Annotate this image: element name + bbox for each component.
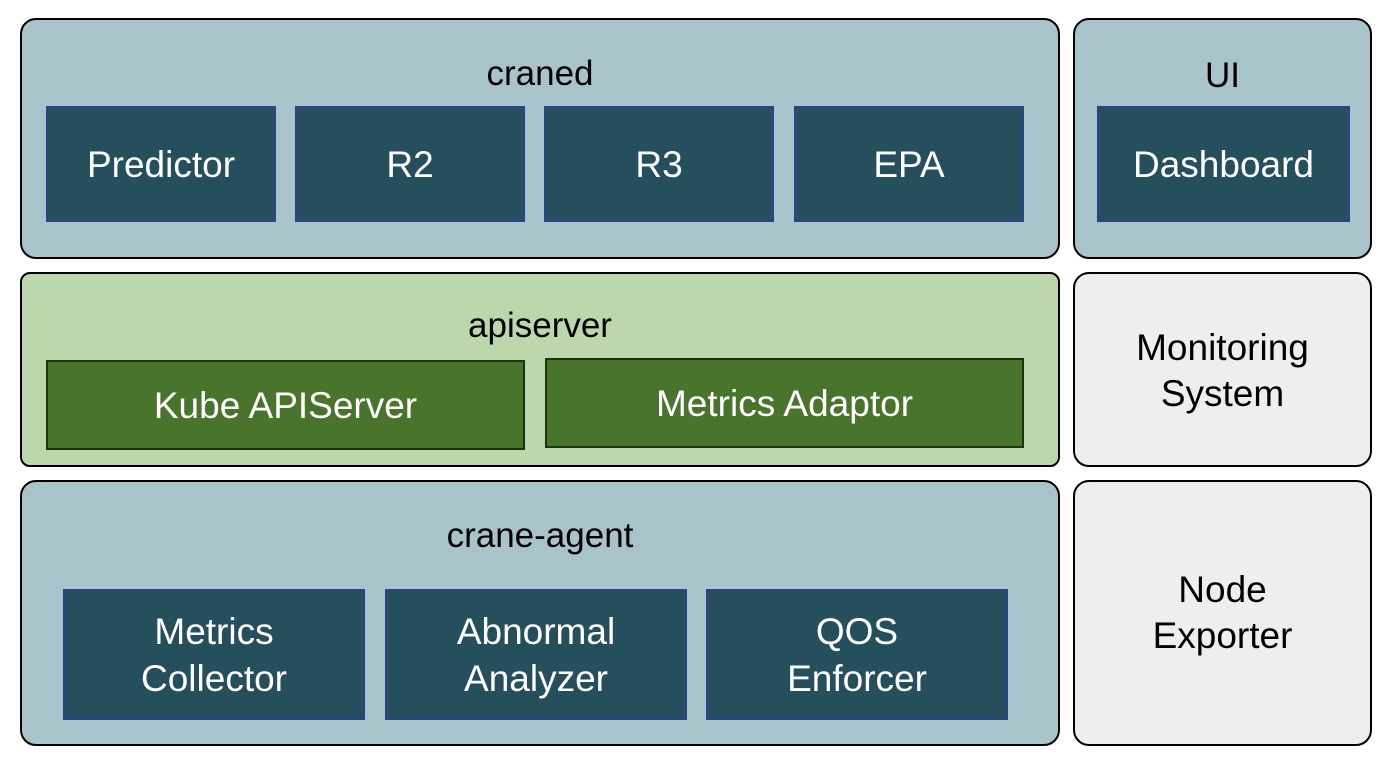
abnormal-analyzer-component: Abnormal Analyzer <box>385 589 687 720</box>
predictor-component: Predictor <box>46 106 276 222</box>
abnormal-analyzer-label: Abnormal Analyzer <box>456 610 616 699</box>
r3-component: R3 <box>544 106 774 222</box>
metrics-collector-component: Metrics Collector <box>63 589 365 720</box>
metrics-adaptor-label: Metrics Adaptor <box>655 382 914 424</box>
kube-apiserver-label: Kube APIServer <box>153 384 418 426</box>
apiserver-layer: apiserver Kube APIServer Metrics Adaptor <box>20 272 1060 467</box>
node-exporter-layer: Node Exporter <box>1073 480 1372 746</box>
ui-layer: UI Dashboard <box>1073 18 1372 259</box>
crane-agent-title: crane-agent <box>446 516 634 555</box>
kube-apiserver-component: Kube APIServer <box>46 360 525 450</box>
r2-component: R2 <box>295 106 525 222</box>
qos-enforcer-label: QOS Enforcer <box>787 610 927 699</box>
node-exporter-label: Node Exporter <box>1152 569 1293 656</box>
crane-agent-layer: crane-agent Metrics Collector Abnormal A… <box>20 480 1060 746</box>
r2-label: R2 <box>386 143 434 185</box>
monitoring-system-label: Monitoring System <box>1136 327 1309 414</box>
craned-title: craned <box>486 54 594 93</box>
apiserver-title: apiserver <box>468 306 612 345</box>
epa-component: EPA <box>794 106 1024 222</box>
dashboard-component: Dashboard <box>1097 106 1350 222</box>
dashboard-label: Dashboard <box>1132 143 1314 185</box>
predictor-label: Predictor <box>86 143 236 185</box>
craned-layer: craned Predictor R2 R3 EPA <box>20 18 1060 259</box>
ui-title: UI <box>1205 56 1240 95</box>
monitoring-system-layer: Monitoring System <box>1073 272 1372 467</box>
r3-label: R3 <box>635 143 683 185</box>
epa-label: EPA <box>873 143 945 185</box>
metrics-collector-label: Metrics Collector <box>141 610 287 699</box>
qos-enforcer-component: QOS Enforcer <box>706 589 1008 720</box>
metrics-adaptor-component: Metrics Adaptor <box>545 358 1024 448</box>
